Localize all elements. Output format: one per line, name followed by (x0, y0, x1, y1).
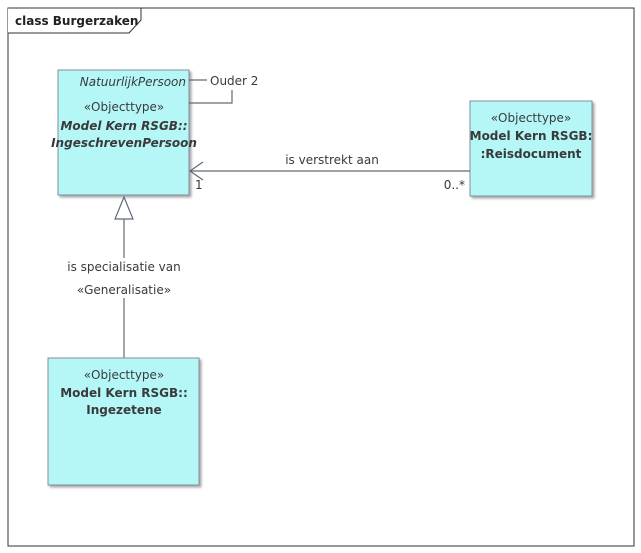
class-qualified-name-line2: :Reisdocument (481, 147, 582, 161)
association-label: is verstrekt aan (285, 153, 379, 167)
class-box (57, 69, 190, 196)
class-stereotype: «Objecttype» (491, 111, 572, 125)
generalization-stereotype: «Generalisatie» (77, 283, 171, 297)
generalization-triangle (114, 195, 134, 220)
class-qualified-name-line1: Model Kern RSGB:: (60, 119, 187, 133)
association-multiplicity-target: 0..* (444, 178, 465, 192)
class-reisdocument[interactable]: «Objecttype» Model Kern RSGB: :Reisdocum… (469, 100, 593, 197)
class-box (47, 357, 200, 486)
self-association-label: Ouder 2 (210, 74, 258, 88)
class-qualified-name-line1: Model Kern RSGB:: (60, 386, 188, 400)
generalization-label: is specialisatie van (67, 260, 181, 274)
class-stereotype: «Objecttype» (84, 100, 165, 114)
class-qualified-name-line2: IngeschrevenPersoon (51, 136, 197, 150)
association-verstrekt-aan[interactable]: is verstrekt aan 1 0..* (188, 153, 470, 192)
class-qualified-name-line2: Ingezetene (86, 403, 161, 417)
class-stereotype: «Objecttype» (84, 368, 165, 382)
class-ingezetene[interactable]: «Objecttype» Model Kern RSGB:: Ingezeten… (47, 357, 200, 486)
class-ingeschreven-persoon[interactable]: NatuurlijkPersoon «Objecttype» Model Ker… (51, 69, 197, 196)
class-qualified-name-line1: Model Kern RSGB: (470, 129, 593, 143)
association-multiplicity-source: 1 (195, 178, 203, 192)
association-arrowhead (188, 161, 204, 181)
class-name-tag: NatuurlijkPersoon (80, 75, 186, 89)
self-association-line-bottom (189, 90, 233, 104)
class-box (469, 100, 593, 197)
generalization[interactable]: is specialisatie van «Generalisatie» (67, 195, 181, 358)
frame-title-tab (8, 7, 142, 34)
self-association[interactable]: Ouder 2 (189, 74, 258, 104)
frame-title: class Burgerzaken (15, 14, 138, 28)
